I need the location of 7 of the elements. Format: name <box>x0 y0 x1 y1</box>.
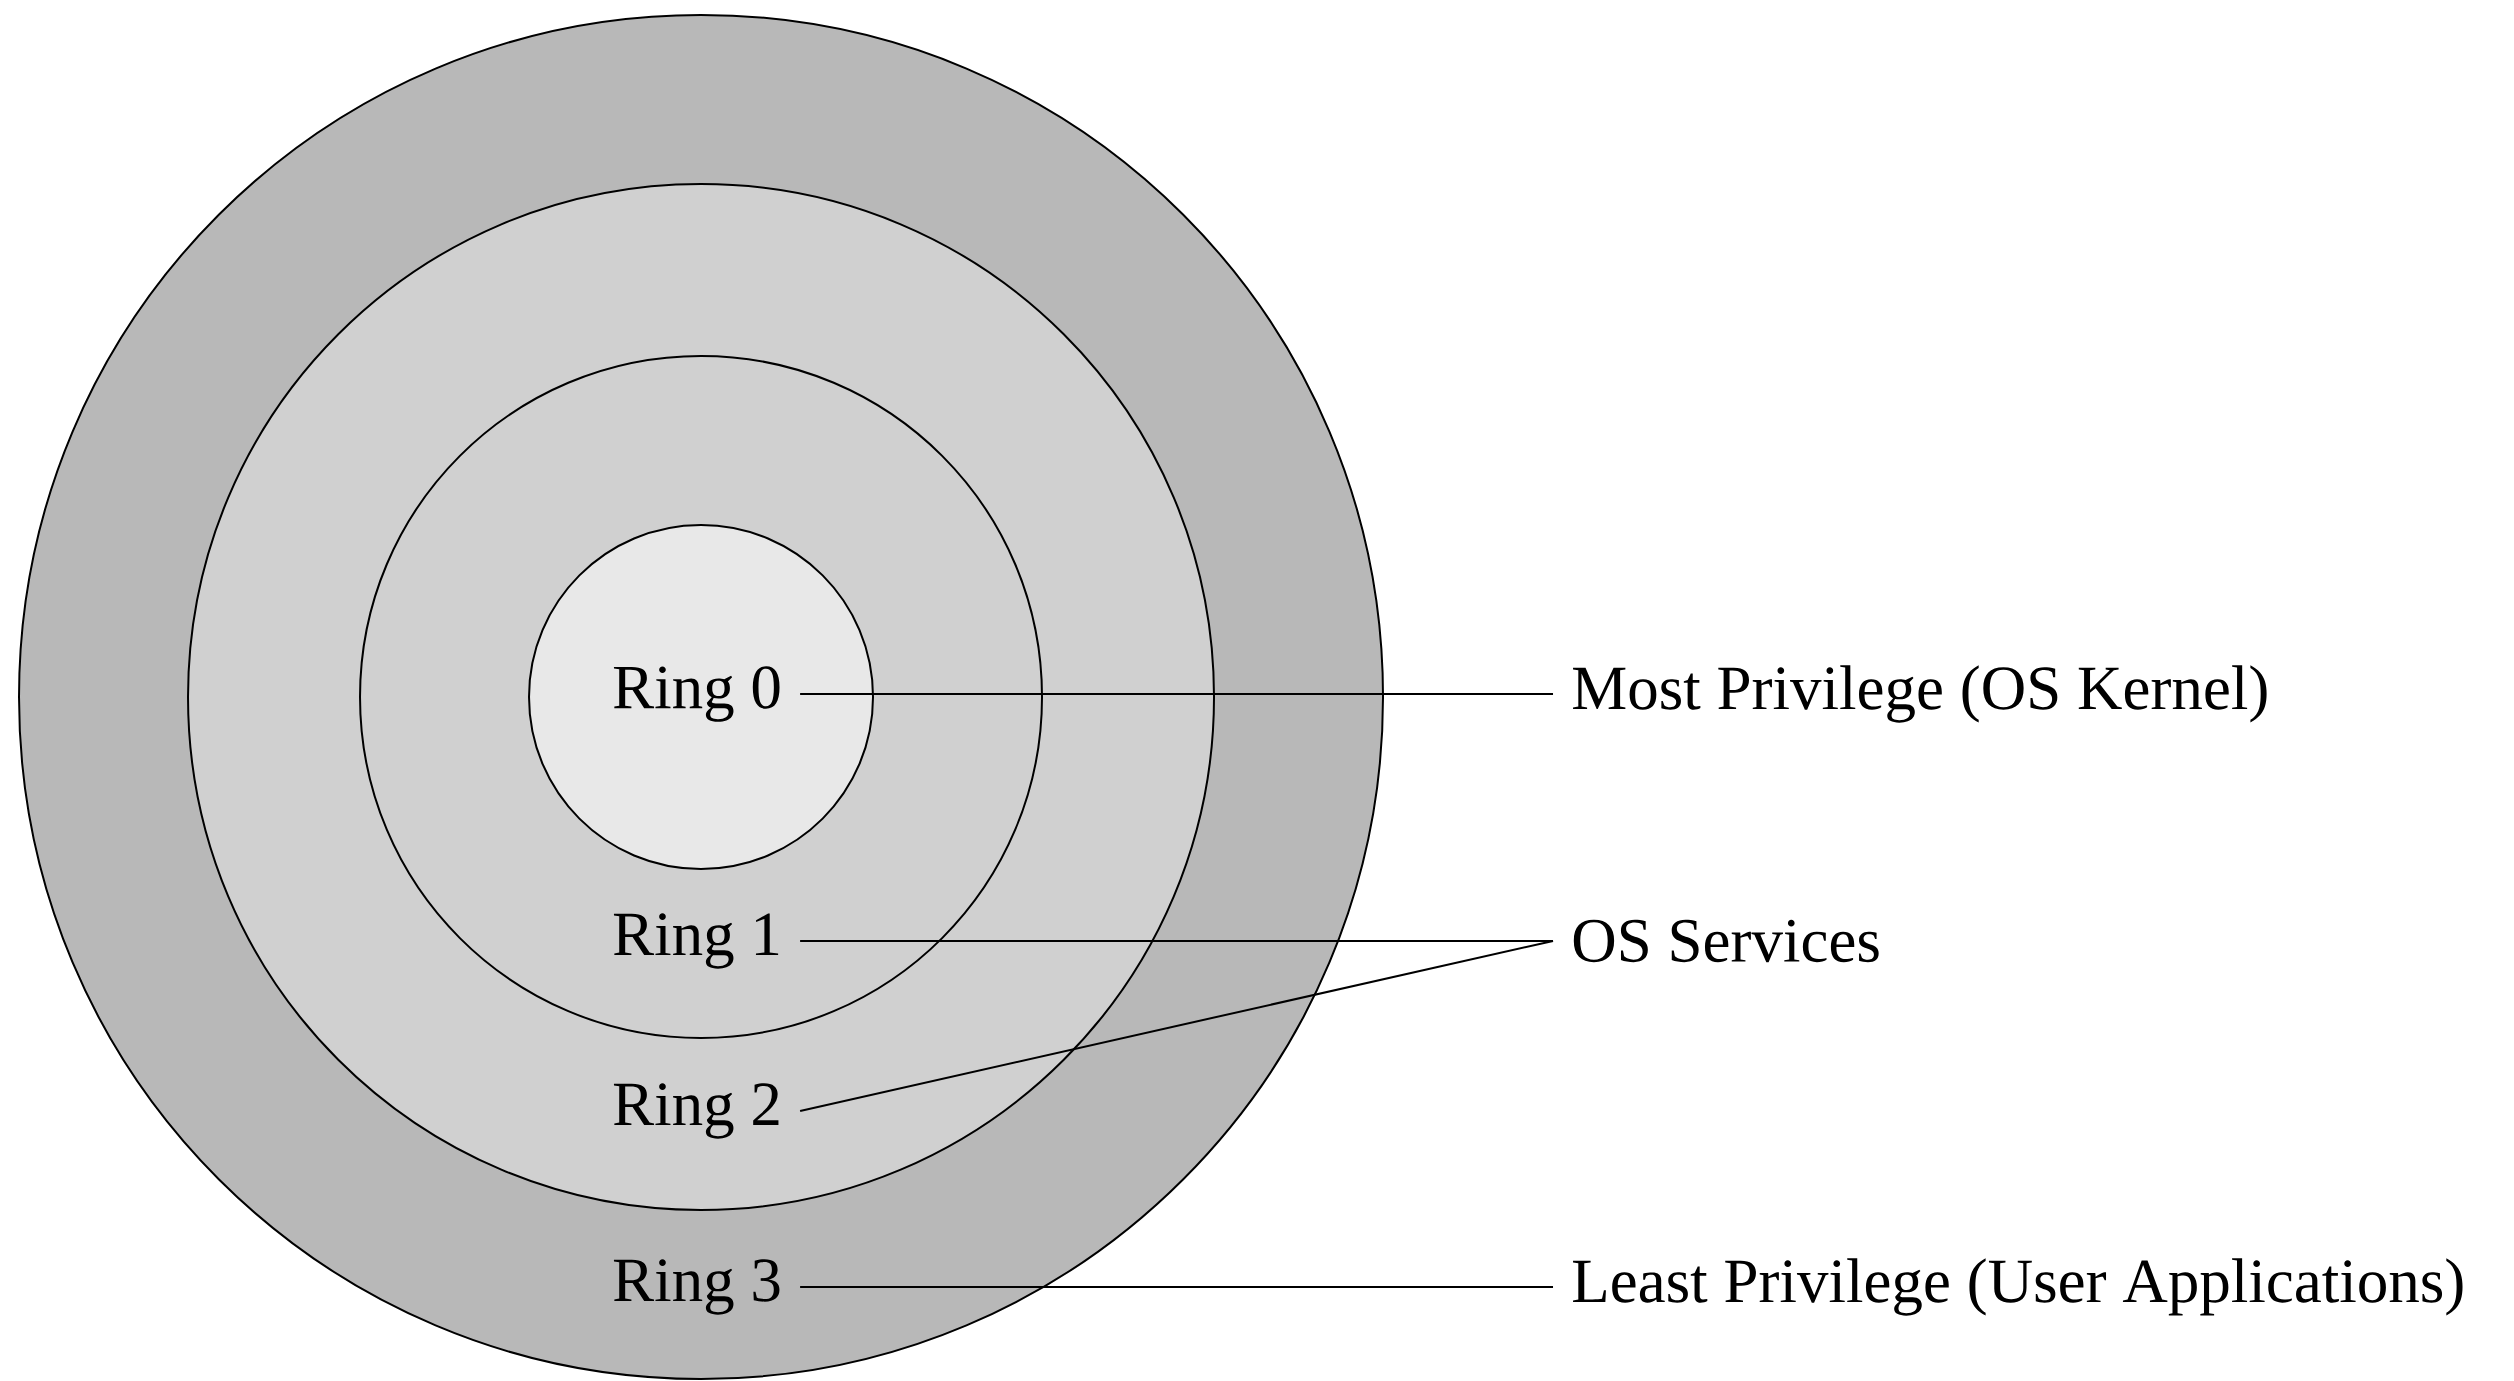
leader-line <box>799 1286 1554 1288</box>
leader-label: Least Privilege (User Applications) <box>1573 1258 2463 1316</box>
leader-line <box>799 940 1554 942</box>
leader-label: Most Privilege (OS Kernel) <box>1573 665 2267 723</box>
leader-line <box>799 693 1554 695</box>
leader-label: OS Services <box>1573 919 1879 963</box>
leader-line <box>799 940 1554 1112</box>
